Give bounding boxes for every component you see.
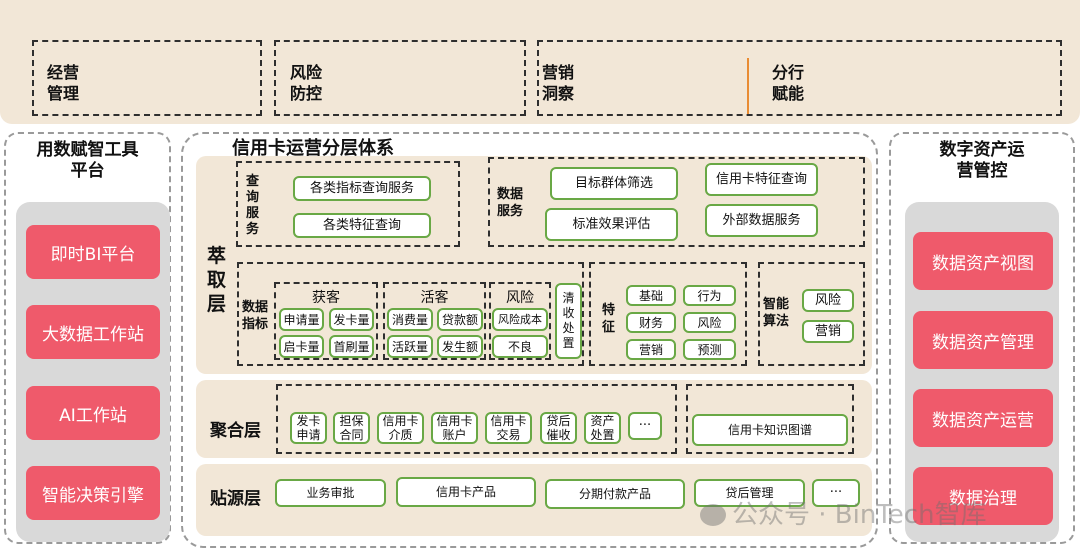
knowledge-graph[interactable]: 信用卡知识图谱 [692,414,848,446]
data-service-external[interactable]: 外部数据服务 [705,204,818,237]
acquire-first-swipe[interactable]: 首刷量 [329,335,374,358]
source-card-products[interactable]: 信用卡产品 [396,477,536,507]
left-button-bigdata[interactable]: 大数据工作站 [26,305,160,359]
source-business-approval[interactable]: 业务审批 [275,479,386,507]
top-box-marketing-branch [537,40,1062,116]
active-active-count[interactable]: 活跃量 [387,335,433,358]
query-service-label: 查 询 服 务 [246,174,260,237]
left-button-decision[interactable]: 智能决策引擎 [26,466,160,520]
risk-box [489,282,551,360]
aggregate-post-loan-collection[interactable]: 贷后 催收 [540,412,577,444]
acquire-label: 获客 [312,290,340,306]
aggregate-card-account[interactable]: 信用卡 账户 [431,412,478,444]
top-bar [0,0,1080,124]
top-label-branch: 分行 赋能 [772,63,805,103]
watermark-text: 公众号 · BinTech智库 [732,500,987,530]
right-button-view[interactable]: 数据资产视图 [913,232,1053,290]
left-button-bi[interactable]: 即时BI平台 [26,225,160,279]
acquire-issued[interactable]: 发卡量 [329,308,374,331]
top-label-risk: 风险 防控 [290,63,323,103]
wechat-icon [700,504,726,526]
collection-disposal[interactable]: 清 收 处 置 [555,283,582,359]
center-title: 信用卡运营分层体系 [232,138,394,159]
aggregate-items-box [276,384,677,454]
risk-label: 风险 [506,290,534,306]
active-consumption[interactable]: 消费量 [387,308,433,331]
extract-layer-label: 萃 取 层 [207,245,227,315]
orange-divider [747,58,749,114]
acquire-applications[interactable]: 申请量 [279,308,324,331]
feature-behavior[interactable]: 行为 [683,285,736,306]
algo-risk[interactable]: 风险 [802,289,854,312]
data-service-evaluation[interactable]: 标准效果评估 [545,208,678,241]
features-label: 特 征 [602,303,616,335]
source-post-loan-management[interactable]: 贷后管理 [694,479,805,507]
smart-algo-label: 智能 算法 [763,297,790,329]
query-item-indicators[interactable]: 各类指标查询服务 [293,176,431,201]
risk-npl[interactable]: 不良 [492,335,548,358]
feature-basic[interactable]: 基础 [626,285,676,306]
data-service-box [488,157,865,247]
watermark: 公众号 · BinTech智库 [700,494,987,531]
top-label-marketing: 营销 洞察 [542,63,575,103]
top-label-management: 经营 管理 [47,63,80,103]
aggregate-card-application[interactable]: 发卡 申请 [290,412,327,444]
source-more[interactable]: ··· [812,479,860,507]
acquire-activated[interactable]: 启卡量 [279,335,324,358]
center-panel [181,132,878,548]
features-box [589,262,747,366]
query-service-box [236,161,460,247]
source-installment-products[interactable]: 分期付款产品 [545,479,685,509]
aggregate-card-medium[interactable]: 信用卡 介质 [377,412,424,444]
risk-cost[interactable]: 风险成本 [492,308,548,331]
right-button-operate[interactable]: 数据资产运营 [913,389,1053,447]
source-layer-label: 贴源层 [210,489,261,509]
aggregate-guarantee-contract[interactable]: 担保 合同 [333,412,370,444]
aggregate-more[interactable]: ··· [628,412,662,440]
top-box-risk [274,40,526,116]
aggregate-layer-label: 聚合层 [210,421,261,441]
active-box [383,282,486,360]
data-service-card-features[interactable]: 信用卡特征查询 [705,163,818,196]
top-box-management [32,40,262,116]
knowledge-graph-box [686,384,854,454]
left-button-ai[interactable]: AI工作站 [26,386,160,440]
right-panel [889,132,1075,544]
right-panel-title: 数字资产运 营管控 [939,140,1025,181]
aggregate-asset-disposal[interactable]: 资产 处置 [584,412,621,444]
feature-finance[interactable]: 财务 [626,312,676,333]
data-indicators-label: 数据 指标 [242,300,269,332]
feature-risk[interactable]: 风险 [683,312,736,333]
active-loan-amount[interactable]: 贷款额 [437,308,483,331]
feature-prediction[interactable]: 预测 [683,339,736,360]
right-button-governance[interactable]: 数据治理 [913,467,1053,525]
smart-algo-box [758,262,865,366]
data-indicators-box [237,262,584,366]
right-button-manage[interactable]: 数据资产管理 [913,311,1053,369]
query-item-features[interactable]: 各类特征查询 [293,213,431,238]
algo-marketing[interactable]: 营销 [802,320,854,343]
data-service-label: 数据 服务 [497,187,524,219]
acquire-box [274,282,378,360]
left-panel [4,132,171,544]
active-label: 活客 [420,290,449,306]
active-amount[interactable]: 发生额 [437,335,483,358]
data-service-target[interactable]: 目标群体筛选 [550,167,678,200]
left-panel-title: 用数赋智工具 平台 [36,140,139,181]
feature-marketing[interactable]: 营销 [626,339,676,360]
aggregate-card-transaction[interactable]: 信用卡 交易 [485,412,532,444]
